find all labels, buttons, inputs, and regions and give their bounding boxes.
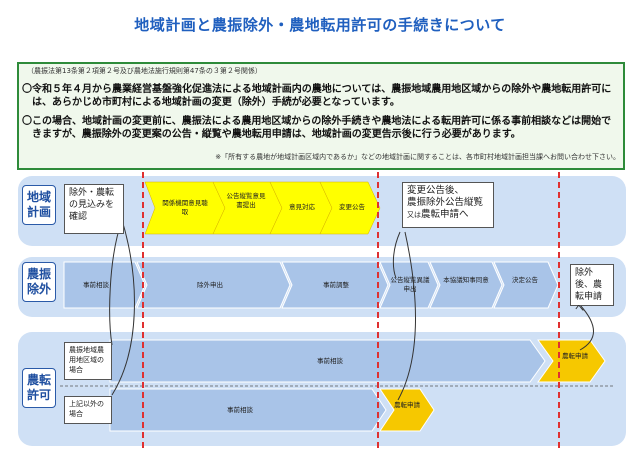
connector-2: [111, 219, 135, 396]
noten-row2-box: 上記以外の場合: [64, 396, 112, 424]
noshin-arrow-6: [493, 261, 559, 309]
divider-line-2: [377, 172, 379, 448]
lane-label-noshin: 農振除外: [22, 262, 56, 302]
noten-row2: [109, 388, 435, 432]
noshin-arrow-2: [136, 261, 291, 309]
noten-row2-step: 事前相談: [227, 406, 253, 414]
noshin-step-6: 決定公告: [512, 276, 538, 284]
noshin-step-2: 除外申出: [197, 281, 223, 289]
noshin-arrow-5: [429, 261, 503, 309]
chiiki-step-4: 変更公告: [339, 203, 365, 211]
note-bullet-1b: は、あらかじめ市町村による地域計画の変更（除外）手続が必要となっています。: [22, 97, 400, 108]
noten-row1-step: 事前相談: [317, 357, 343, 365]
noten-row1-box: 農振地域農用地区域の場合: [64, 342, 112, 380]
step-chevron-4: [319, 181, 381, 235]
connector-5: [579, 304, 594, 351]
noshin-step-4: 公告縦覧異議申出: [390, 276, 430, 293]
noshin-steps: [63, 261, 559, 309]
noshin-step-1: 事前相談: [83, 281, 109, 289]
connector-1: [109, 219, 123, 346]
divider-line-3: [558, 172, 560, 448]
chiiki-end-line1: 変更公告後、: [407, 185, 465, 196]
connector-4: [397, 231, 416, 401]
note-bullet-1a: 〇令和５年４月から農業経営基盤強化促進法による地域計画内の農地については、農振地…: [22, 84, 612, 95]
note-bullet-2a: 〇この場合、地域計画の変更前に、農振法による農用地区域からの除外手続きや農地法に…: [22, 116, 612, 127]
noten-row2-arrow: [109, 388, 387, 432]
chiiki-step-2: 公告縦覧意見書提出: [226, 192, 266, 209]
noten-row1: [109, 339, 606, 383]
chiiki-end-line3-text: 農転申請へ: [421, 209, 469, 220]
chiiki-start-box: 除外・農転の見込みを確認: [64, 184, 124, 234]
note-bullet-2b: きますが、農振除外の変更案の公告・縦覧や農地転用申請は、地域計画の変更告示後に行…: [22, 129, 521, 140]
page-title: 地域計画と農振除外・農地転用許可の手続きについて: [134, 16, 506, 34]
noten-row1-end: [537, 339, 606, 383]
chiiki-end-small: 又は: [407, 211, 421, 219]
chiiki-end-line3: 又は農転申請へ: [407, 209, 489, 221]
noten-row1-end-label: 農転申請: [562, 352, 588, 360]
noten-row2-end-label: 農転申請: [394, 401, 420, 409]
noshin-end-box: 除外後、農転申請へ: [570, 264, 614, 314]
noshin-step-3: 事前調整: [323, 281, 349, 289]
lane-label-chiiki: 地域計画: [22, 185, 56, 225]
noshin-step-5: 本協議知事同意: [443, 276, 489, 284]
chiiki-step-3: 意見対応: [289, 203, 315, 211]
divider-line-1: [142, 172, 144, 448]
chiiki-end-line2: 農振除外公告縦覧: [407, 197, 484, 208]
chiiki-step-1: 関係機関意見聴取: [162, 199, 208, 216]
law-reference: （農振法第13条第２項第２号及び農地法施行規則第47条の３第２号関係）: [27, 67, 262, 75]
connector-3: [392, 231, 401, 279]
footnote: ※「所有する農地が地域計画区域内であるか」などの地域計画に関することは、各市町村…: [215, 153, 620, 161]
noshin-arrow-1: [63, 261, 146, 309]
chiiki-steps: [144, 181, 381, 235]
noten-row2-end: [379, 388, 435, 432]
chiiki-end-box: 変更公告後、 農振除外公告縦覧 又は農転申請へ: [402, 182, 494, 228]
notes-box: [17, 62, 625, 170]
lane-label-noten: 農転許可: [22, 368, 56, 408]
